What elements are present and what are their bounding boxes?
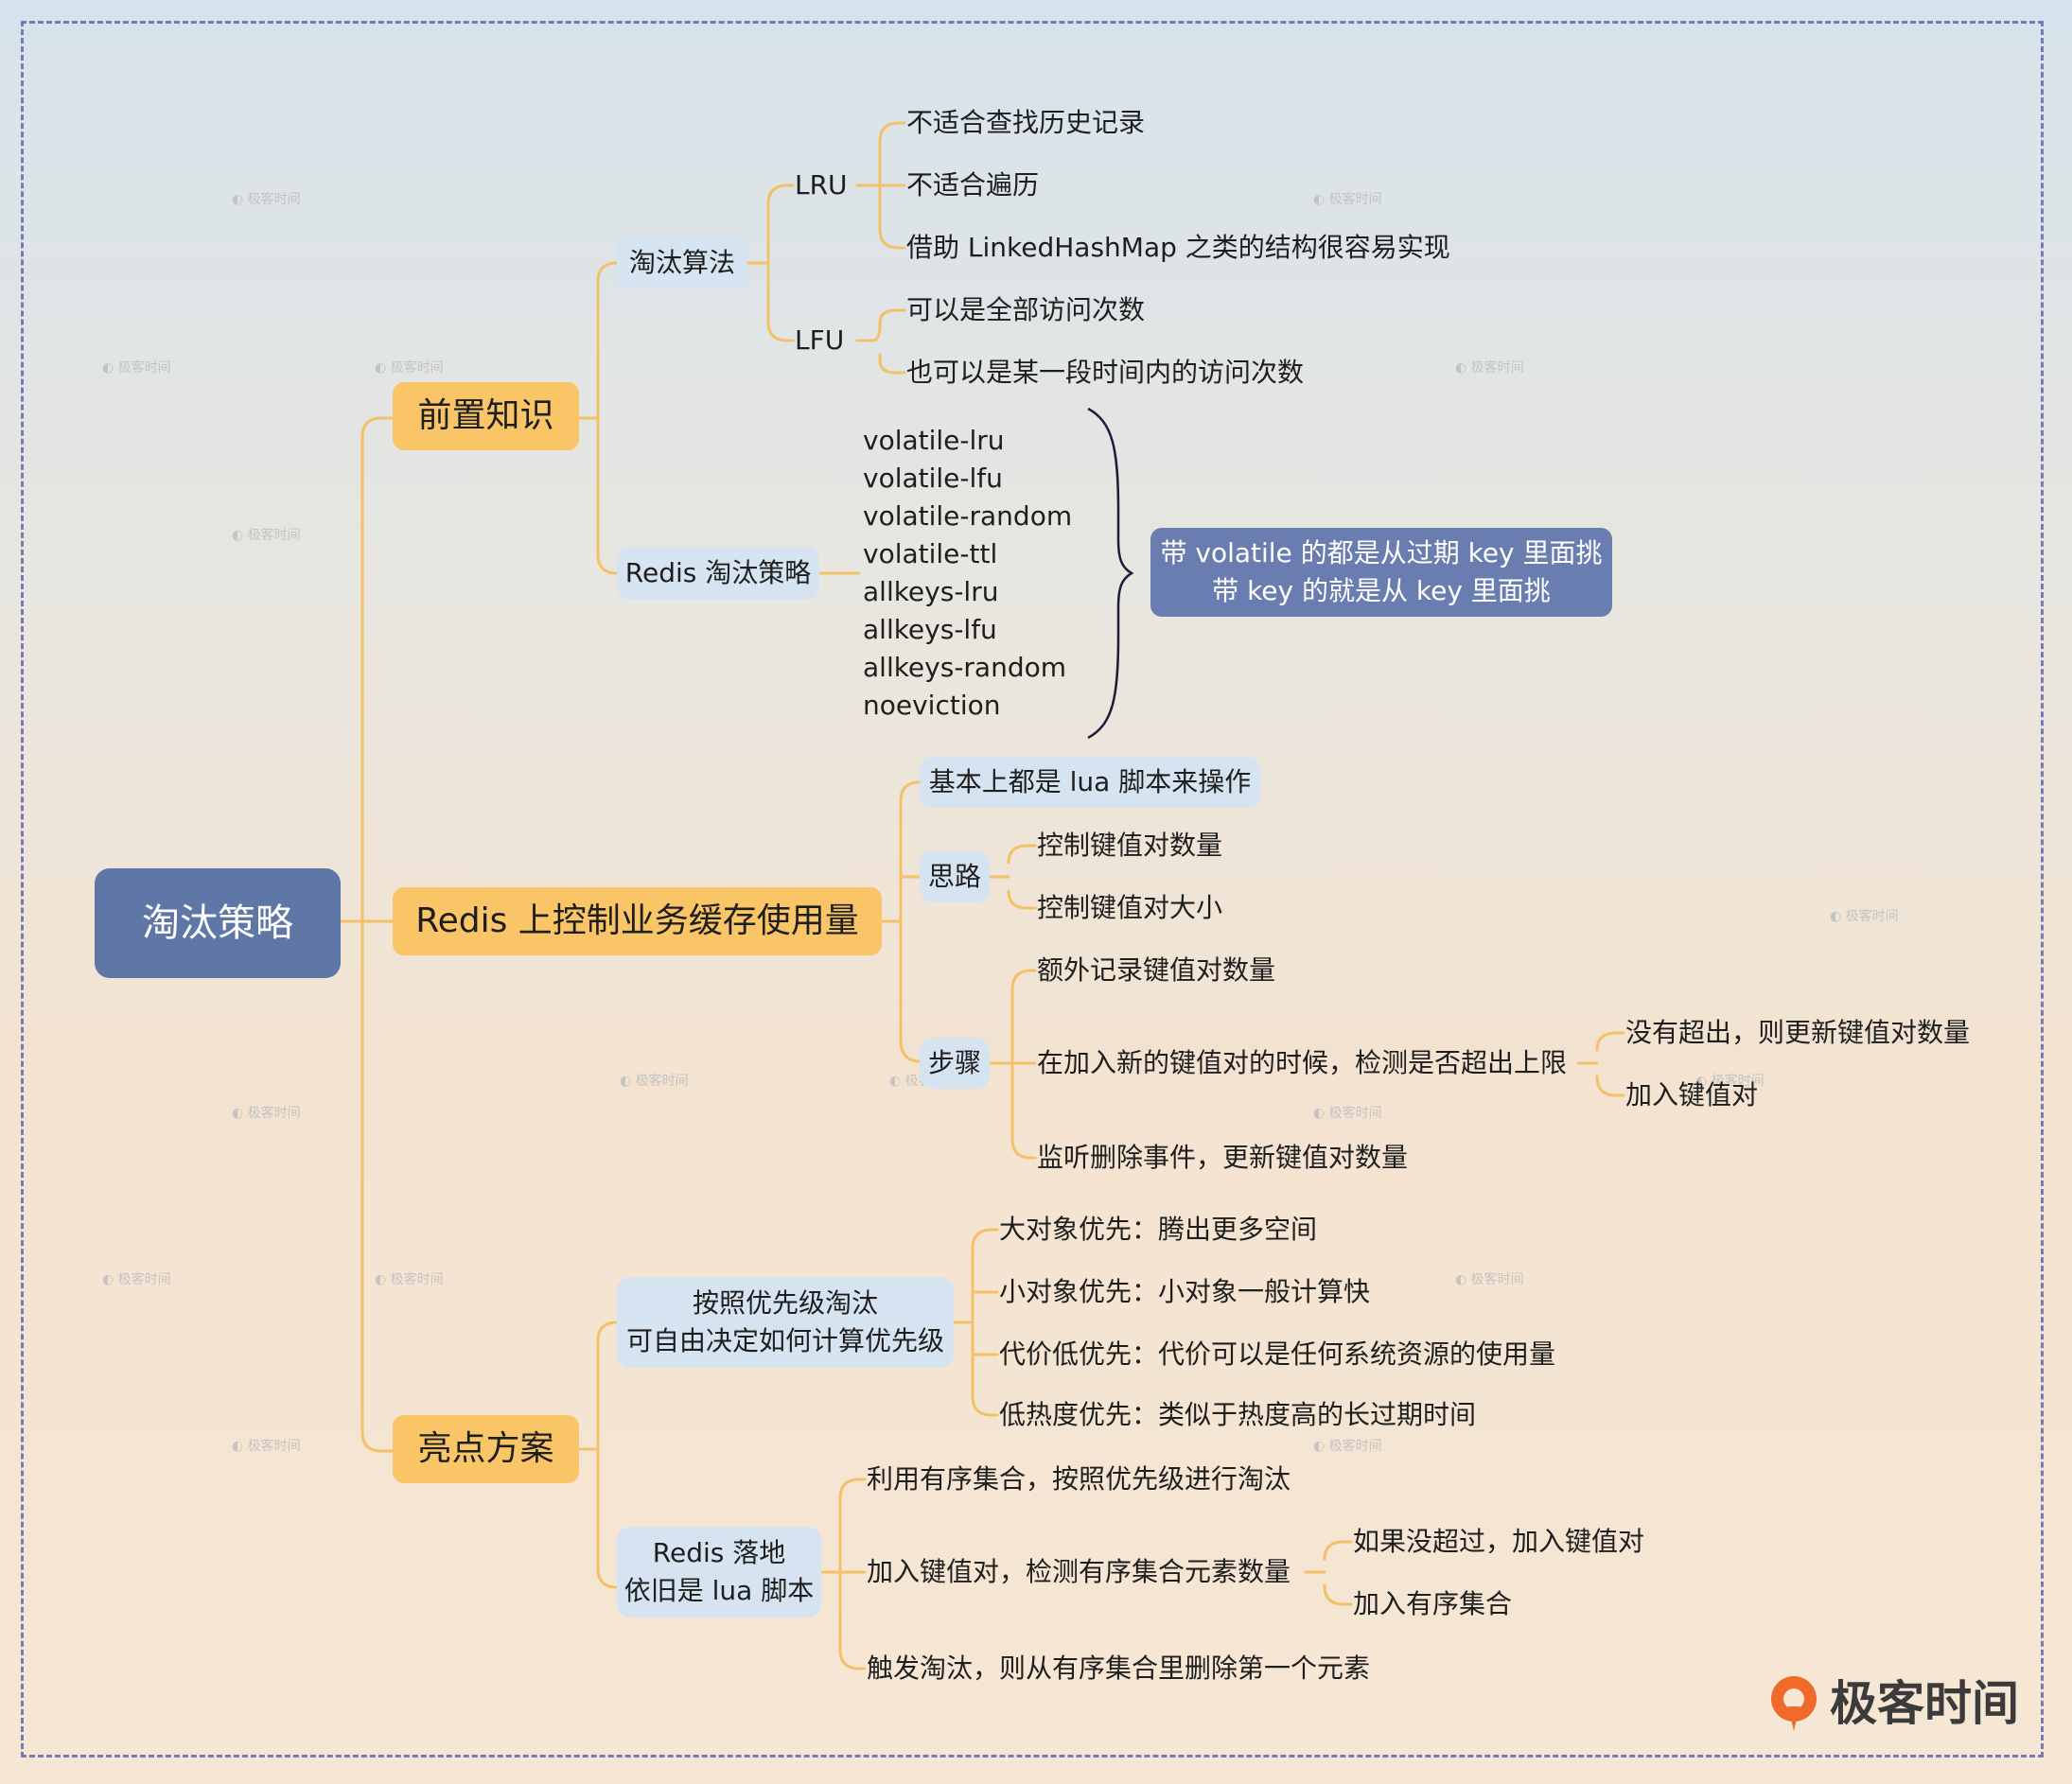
brand-name: 极客时间 (1830, 1676, 2019, 1731)
policy-item-3[interactable]: volatile-random (863, 500, 1073, 532)
lfu-item-1[interactable]: 可以是全部访问次数 (906, 294, 1146, 325)
link-priority (952, 1228, 999, 1417)
watermark-text: ◐ 极客时间 (1313, 1439, 1382, 1454)
policy-item-2[interactable]: volatile-lfu (863, 463, 1003, 494)
node-idea[interactable]: 思路 (920, 851, 990, 902)
lru-item-3[interactable]: 借助 LinkedHashMap 之类的结构很容易实现 (906, 232, 1450, 263)
watermark-text: ◐ 极客时间 (1695, 1074, 1765, 1089)
impl-item-2[interactable]: 加入键值对，检测有序集合元素数量 (867, 1556, 1291, 1587)
lru-item-1[interactable]: 不适合查找历史记录 (906, 107, 1146, 138)
link-usage (880, 780, 922, 1063)
priority-item-1[interactable]: 大对象优先：腾出更多空间 (999, 1214, 1318, 1245)
branch-redis-usage[interactable]: Redis 上控制业务缓存使用量 (393, 887, 882, 955)
policy-note-line-1: 带 volatile 的都是从过期 key 里面挑 (1160, 537, 1603, 568)
node-basic-lua[interactable]: 基本上都是 lua 脚本来操作 (920, 757, 1260, 808)
steps-item-1[interactable]: 额外记录键值对数量 (1037, 954, 1276, 986)
policy-item-5[interactable]: allkeys-lru (863, 576, 999, 607)
link-steps (988, 969, 1037, 1160)
node-priority-line-1: 按照优先级淘汰 (692, 1287, 878, 1319)
node-steps[interactable]: 步骤 (920, 1038, 990, 1089)
policy-item-6[interactable]: allkeys-lfu (863, 614, 997, 645)
link-lru (855, 121, 906, 250)
policy-brace-curve (1087, 407, 1134, 740)
priority-item-2[interactable]: 小对象优先：小对象一般计算快 (999, 1276, 1371, 1307)
lfu-item-2[interactable]: 也可以是某一段时间内的访问次数 (906, 357, 1305, 388)
lru-item-2[interactable]: 不适合遍历 (906, 169, 1040, 201)
watermark-text: ◐ 极客时间 (375, 360, 444, 376)
watermark-text: ◐ 极客时间 (232, 1106, 301, 1121)
policy-item-8[interactable]: noeviction (863, 690, 1001, 721)
count-item-1[interactable]: 如果没超过，加入键值对 (1353, 1526, 1645, 1557)
link-idea (988, 844, 1037, 910)
count-item-2[interactable]: 加入有序集合 (1353, 1588, 1513, 1619)
impl-item-3[interactable]: 触发淘汰，则从有序集合里删除第一个元素 (867, 1653, 1371, 1684)
link-root-trunk (339, 416, 395, 1453)
link-lfu (855, 308, 906, 375)
node-idea-label: 思路 (927, 861, 981, 892)
root-node[interactable]: 淘汰策略 (95, 868, 341, 978)
watermark-text: ◐ 极客时间 (1830, 909, 1899, 924)
node-redis-impl[interactable]: Redis 落地 依旧是 lua 脚本 (617, 1527, 821, 1618)
policy-item-4[interactable]: volatile-ttl (863, 538, 998, 569)
priority-item-3[interactable]: 代价低优先：代价可以是任何系统资源的使用量 (999, 1338, 1556, 1370)
branch-prior-knowledge[interactable]: 前置知识 (393, 382, 579, 450)
watermark-text: ◐ 极客时间 (232, 528, 301, 543)
link-prior (577, 261, 626, 575)
policy-item-7[interactable]: allkeys-random (863, 652, 1067, 683)
watermark-text: ◐ 极客时间 (1313, 1106, 1382, 1121)
root-label: 淘汰策略 (142, 901, 293, 945)
brand-logo: 极客时间 (1767, 1674, 2019, 1733)
link-check (1576, 1031, 1625, 1097)
node-basic-lua-label: 基本上都是 lua 脚本来操作 (928, 766, 1252, 797)
branch-highlights[interactable]: 亮点方案 (393, 1415, 579, 1483)
steps-item-3[interactable]: 监听删除事件，更新键值对数量 (1037, 1142, 1409, 1173)
policy-note-line-2: 带 key 的就是从 key 里面挑 (1212, 575, 1551, 606)
watermark-text: ◐ 极客时间 (102, 1272, 171, 1287)
check-item-2[interactable]: 加入键值对 (1625, 1079, 1759, 1111)
link-high (577, 1321, 619, 1589)
node-priority-line-2: 可自由决定如何计算优先级 (625, 1325, 944, 1356)
steps-item-2[interactable]: 在加入新的键值对的时候，检测是否超出上限 (1037, 1047, 1568, 1078)
watermark-text: ◐ 极客时间 (232, 1439, 301, 1454)
watermark-text: ◐ 极客时间 (620, 1074, 689, 1089)
node-lru[interactable]: LRU (795, 169, 848, 201)
node-steps-label: 步骤 (927, 1047, 981, 1078)
link-count (1304, 1540, 1353, 1606)
dashed-frame (21, 21, 2044, 1758)
watermark-text: ◐ 极客时间 (375, 1272, 444, 1287)
node-priority-eviction[interactable]: 按照优先级淘汰 可自由决定如何计算优先级 (617, 1277, 954, 1368)
check-item-1[interactable]: 没有超出，则更新键值对数量 (1625, 1017, 1971, 1048)
policy-item-1[interactable]: volatile-lru (863, 425, 1005, 456)
node-redis-impl-line-2: 依旧是 lua 脚本 (623, 1575, 815, 1606)
node-redis-policies[interactable]: Redis 淘汰策略 (617, 547, 819, 600)
impl-item-1[interactable]: 利用有序集合，按照优先级进行淘汰 (867, 1463, 1291, 1495)
watermark-text: ◐ 极客时间 (1455, 1272, 1524, 1287)
priority-item-4[interactable]: 低热度优先：类似于热度高的长过期时间 (999, 1399, 1477, 1430)
node-eviction-algorithms-label: 淘汰算法 (628, 247, 735, 278)
idea-item-2[interactable]: 控制键值对大小 (1037, 892, 1223, 923)
branch-redis-usage-label: Redis 上控制业务缓存使用量 (415, 901, 859, 940)
watermark-text: ◐ 极客时间 (102, 360, 171, 376)
node-redis-policies-label: Redis 淘汰策略 (624, 557, 812, 588)
branch-prior-knowledge-label: 前置知识 (417, 396, 554, 435)
node-eviction-algorithms[interactable]: 淘汰算法 (617, 236, 747, 289)
watermark-text: ◐ 极客时间 (232, 192, 301, 207)
link-algo (746, 184, 795, 342)
branch-highlights-label: 亮点方案 (417, 1429, 554, 1468)
node-lfu[interactable]: LFU (795, 324, 845, 356)
watermark-text: ◐ 极客时间 (1455, 360, 1524, 376)
watermark-text: ◐ 极客时间 (1313, 192, 1382, 207)
policy-note[interactable]: 带 volatile 的都是从过期 key 里面挑 带 key 的就是从 key… (1150, 528, 1612, 617)
node-redis-impl-line-1: Redis 落地 (652, 1537, 786, 1568)
idea-item-1[interactable]: 控制键值对数量 (1037, 830, 1223, 861)
brand-logo-icon (1771, 1676, 1817, 1731)
link-impl (819, 1478, 867, 1670)
